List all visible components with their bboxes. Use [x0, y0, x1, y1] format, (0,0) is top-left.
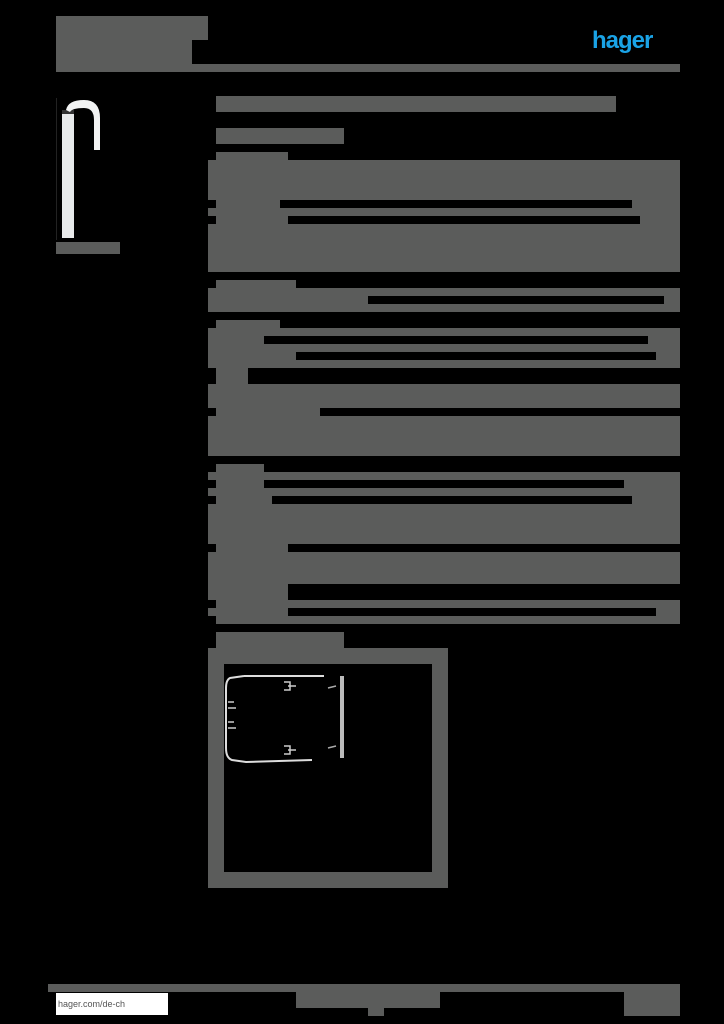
trunking-cross-section-icon	[225, 675, 344, 764]
drawing-label	[216, 632, 344, 648]
section-3-table-b	[208, 384, 680, 408]
hager-logo: hager	[592, 27, 653, 54]
section-4-table	[208, 416, 680, 456]
header-title-line-1	[56, 16, 208, 40]
product-caption	[56, 242, 120, 254]
section-3-table	[208, 328, 680, 368]
section-4-label	[216, 408, 320, 416]
footer-right-text	[624, 992, 680, 1016]
header-title-line-2	[56, 40, 192, 64]
technical-drawing-frame	[208, 648, 448, 888]
website-link[interactable]: hager.com/de-ch	[56, 993, 168, 1015]
technical-drawing	[224, 664, 432, 872]
footer-page-number	[368, 1008, 384, 1016]
header-rule	[56, 64, 680, 72]
section-3-row	[216, 368, 248, 384]
product-subheading	[216, 128, 344, 144]
footer-center-text	[296, 992, 440, 1008]
cable-trunking-profile-icon	[56, 98, 100, 240]
footer-rule	[48, 984, 680, 992]
product-heading	[216, 96, 616, 112]
